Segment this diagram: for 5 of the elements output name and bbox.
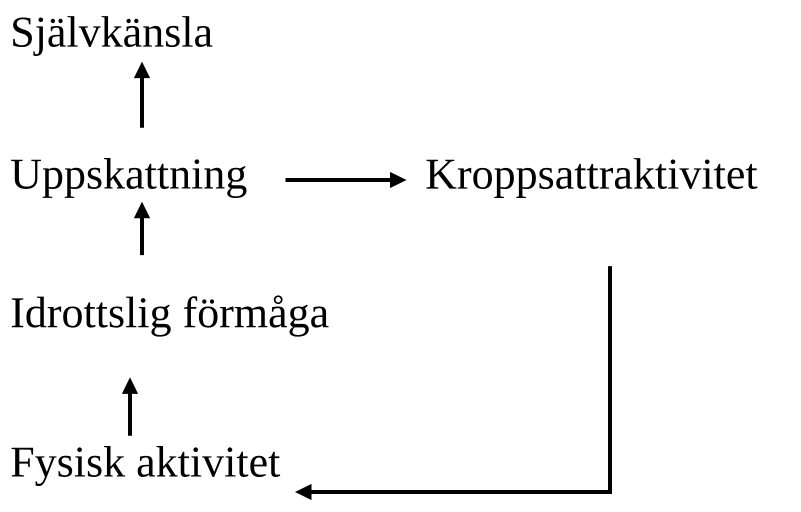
node-label: Självkänsla xyxy=(13,16,212,56)
node-label: Idrottslig förmåga xyxy=(12,295,329,337)
node-label: Kroppsattraktivitet xyxy=(426,158,758,198)
node-label: Uppskattning xyxy=(11,158,246,198)
node-label: Fysisk aktivitet xyxy=(11,446,280,486)
